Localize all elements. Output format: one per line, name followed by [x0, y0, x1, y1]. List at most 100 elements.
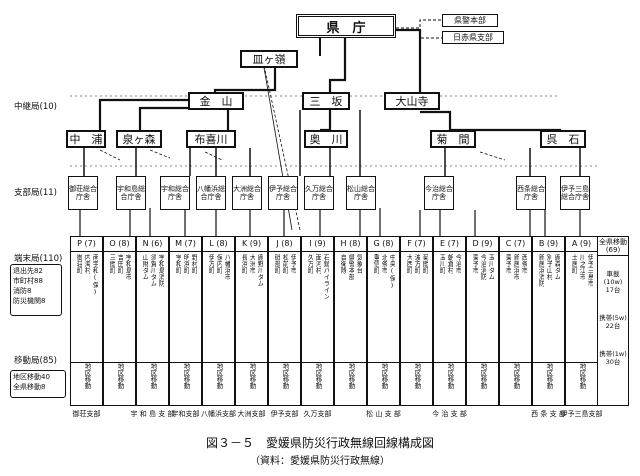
station-mobile-label: 地区移動 [116, 363, 124, 389]
station-column-body: 伊予市松前町砥部町 [269, 252, 300, 274]
branch-office-box: 伊予三島総合庁舎 [560, 176, 590, 210]
outer-box-redcross: 日赤県支部 [442, 31, 504, 44]
station-name: 鹿森ダム [553, 254, 560, 280]
station-column: G (8)中央(保)北条市重信町地区移動 [367, 236, 400, 406]
terminal-breakdown-line: 消防8 [13, 287, 32, 295]
branch-office-label: 大洲総合庁舎 [233, 185, 261, 201]
station-column: E (7)今治市朝倉村玉川町地区移動 [433, 236, 466, 406]
station-name: 菊間町 [421, 254, 428, 274]
station-column-mobile: 地区移動 [434, 362, 465, 405]
terminal-breakdown: 退出先82 市町村88 消防8 防災機関8 [10, 264, 62, 316]
relay-okukawa: 奥 川 [304, 130, 348, 148]
station-name: 明浜町 [182, 254, 189, 274]
branch-group-label: 八幡浜支部 [201, 410, 236, 418]
station-mobile-label: 地区移動 [281, 363, 289, 389]
station-column-head: O (8) [104, 237, 135, 252]
station-name: 大洲市 [248, 254, 255, 274]
prefecture-label: 県 庁 [326, 20, 366, 36]
branch-group-label: 伊予三島支部 [560, 410, 603, 418]
branch-office-label: 御荘総合庁舎 [69, 185, 97, 201]
station-column: I (9)石鎚パイライン面河村久万町地区移動 [301, 236, 334, 406]
branch-office-label: 八幡浜総合庁舎 [197, 185, 225, 201]
station-column-head: E (7) [434, 237, 465, 252]
station-name: 今治市 [454, 254, 461, 274]
station-column-head: N (6) [137, 237, 168, 252]
station-name: 波方町 [413, 254, 420, 274]
branch-office-box: 宇和総合庁舎 [160, 176, 190, 210]
station-name: 今治消防 [479, 254, 486, 280]
station-column-body: 野村町明浜町宇和町 [170, 252, 201, 274]
station-column-body: 気象台県警本部自衛隊 [335, 252, 366, 280]
station-column: K (9)鹿野川ダム大洲市長浜町地区移動 [235, 236, 268, 406]
branch-group-label: 西 条 支 部 [531, 410, 566, 418]
branch-office-box: 宇和島総合庁舎 [116, 176, 146, 210]
station-column: F (7)菊間町波方町大西町地区移動 [400, 236, 433, 406]
mobile-unit-line: 車載(10w) 17台 [603, 270, 623, 294]
station-column-head: A (9) [566, 237, 597, 252]
branch-office-box: 松山総合庁舎 [346, 176, 376, 210]
station-name: 玉川ダム [487, 254, 494, 280]
station-column-head: D (9) [467, 237, 498, 252]
station-name: 宇和町 [174, 254, 181, 274]
station-name: 吉田町 [116, 254, 123, 274]
branch-office-box: 御荘総合庁舎 [68, 176, 98, 210]
tier-label-mobile: 移動局(85) [14, 356, 57, 366]
station-column-mobile: 地区移動 [401, 362, 432, 405]
branch-group-label: 宇和支部 [171, 410, 200, 418]
station-name: 川之江市 [578, 254, 585, 280]
terminal-breakdown-line: 防災機関8 [13, 297, 46, 305]
station-column-mobile: 地区移動 [170, 362, 201, 405]
station-name: 野村町 [190, 254, 197, 274]
station-column-body: 今治市朝倉村玉川町 [434, 252, 465, 274]
mobile-unit-line: 携帯(5w) 22台 [599, 314, 627, 330]
station-name: 御荘町 [75, 254, 82, 274]
relay-fukirogawa-label: 布喜川 [194, 133, 228, 146]
station-name: 面河村 [314, 254, 321, 274]
station-column-body: 玉川ダム今治消防東予市 [467, 252, 498, 280]
station-column-head: I (9) [302, 237, 333, 252]
station-name: 中央(保) [388, 254, 395, 290]
station-column-mobile: 地区移動 [467, 362, 498, 405]
station-name: 別子山村 [545, 254, 552, 280]
station-name: 保内町 [215, 254, 222, 274]
station-name: 伊予三島市 [586, 254, 593, 287]
station-mobile-label: 地区移動 [215, 363, 223, 389]
figure-source: （資料：愛媛県防災行政無線） [250, 456, 390, 467]
station-column-mobile: 地区移動 [137, 362, 168, 405]
station-column-mobile: 地区移動 [269, 362, 300, 405]
relay-nakaura: 中 浦 [66, 130, 106, 148]
branch-group-label: 松 山 支 部 [366, 410, 401, 418]
station-column-body: 中央(保)北条市重信町 [368, 252, 399, 290]
prefecture-office-box: 県 庁 [296, 14, 396, 38]
station-column-mobile: 地区移動 [203, 362, 234, 405]
branch-office-label: 久万総合庁舎 [305, 185, 333, 201]
tier-label-branch: 支部局(11) [14, 188, 57, 198]
relay-mitsusaka: 三 坂 [302, 92, 350, 110]
figure-caption: 図３－５ 愛媛県防災行政無線回線構成図 [205, 436, 434, 450]
station-column-head: P (7) [71, 237, 102, 252]
station-name: 宇和島市 [124, 254, 131, 280]
relay-nakaura-label: 中 浦 [69, 133, 103, 146]
station-column: N (6)宇和島消防須賀川ダム山財ダム地区移動 [136, 236, 169, 406]
branch-office-label: 伊予三島総合庁舎 [561, 185, 589, 201]
station-column: C (7)西条市新居浜市東予市地区移動 [499, 236, 532, 406]
station-name: 鹿野川ダム [256, 254, 263, 287]
relay-kanayama: 金 山 [188, 92, 244, 110]
station-column-head: F (7) [401, 237, 432, 252]
station-mobile-label: 地区移動 [479, 363, 487, 389]
relay-saragamine: 皿ヶ嶺 [240, 50, 298, 68]
relay-kikuma-label: 菊 間 [436, 133, 470, 146]
station-column-mobile: 地区移動 [236, 362, 267, 405]
relay-fukirogawa: 布喜川 [186, 130, 236, 148]
branch-office-label: 伊予総合庁舎 [269, 185, 297, 201]
branch-office-box: 伊予総合庁舎 [268, 176, 298, 210]
station-mobile-label: 地区移動 [314, 363, 322, 389]
station-column-body: 鹿森ダム別子山村新居浜消防 [533, 252, 564, 287]
station-column-head: B (9) [533, 237, 564, 252]
station-mobile-label: 地区移動 [182, 363, 190, 389]
station-name: 松前町 [281, 254, 288, 274]
station-name: 気象台 [355, 254, 362, 274]
station-column-mobile: 地区移動 [566, 362, 597, 405]
station-column-head: J (8) [269, 237, 300, 252]
outer-box-redcross-label: 日赤県支部 [453, 33, 493, 42]
